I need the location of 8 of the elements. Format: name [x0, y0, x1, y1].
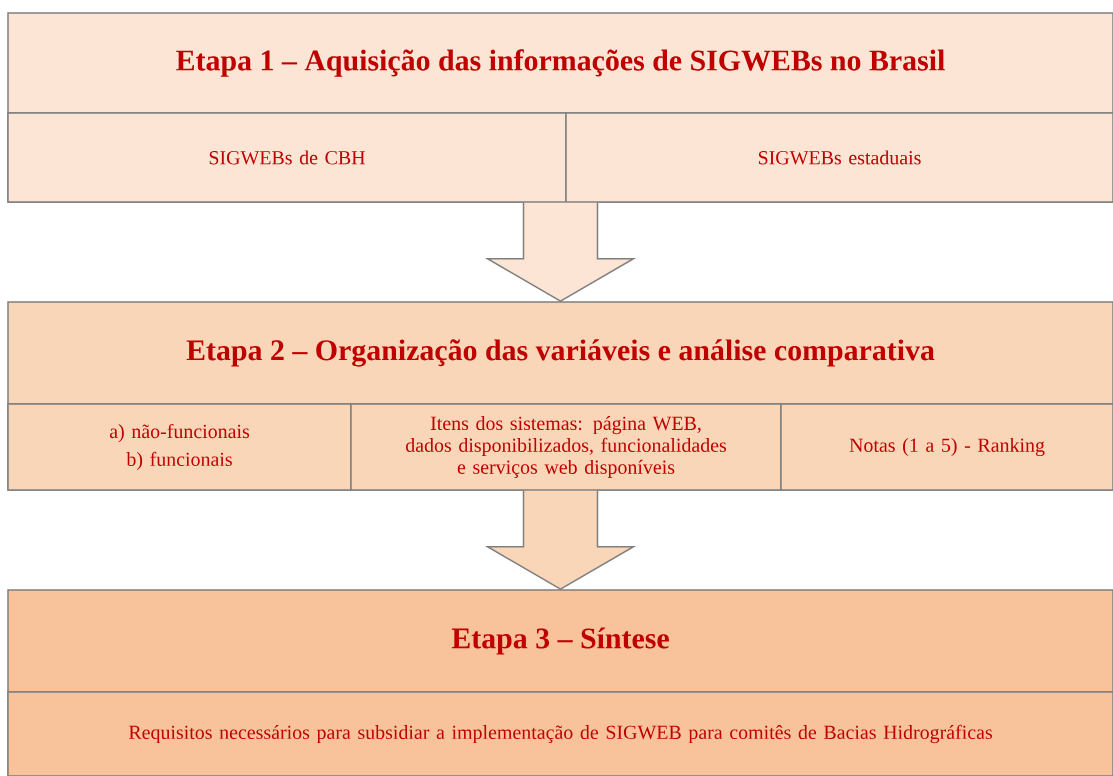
cell-box: Notas (1 a 5) - Ranking	[780, 403, 1113, 491]
block-arrow	[484, 490, 637, 591]
cell-box: SIGWEBs de CBH	[7, 112, 567, 203]
cell-box: Requisitos necessários para subsidiar a implementação de SIGWEB para comitês de Bacias Hidrográficas	[7, 691, 1113, 776]
cell-box: SIGWEBs estaduais	[565, 112, 1113, 203]
cell-box: a) não-funcionais b) funcionais	[7, 403, 352, 491]
block-arrow	[484, 202, 637, 303]
cell-box: Itens dos sistemas: página WEB, dados disponibilizados, funcionalidades e serviços web disponíveis	[350, 403, 782, 491]
